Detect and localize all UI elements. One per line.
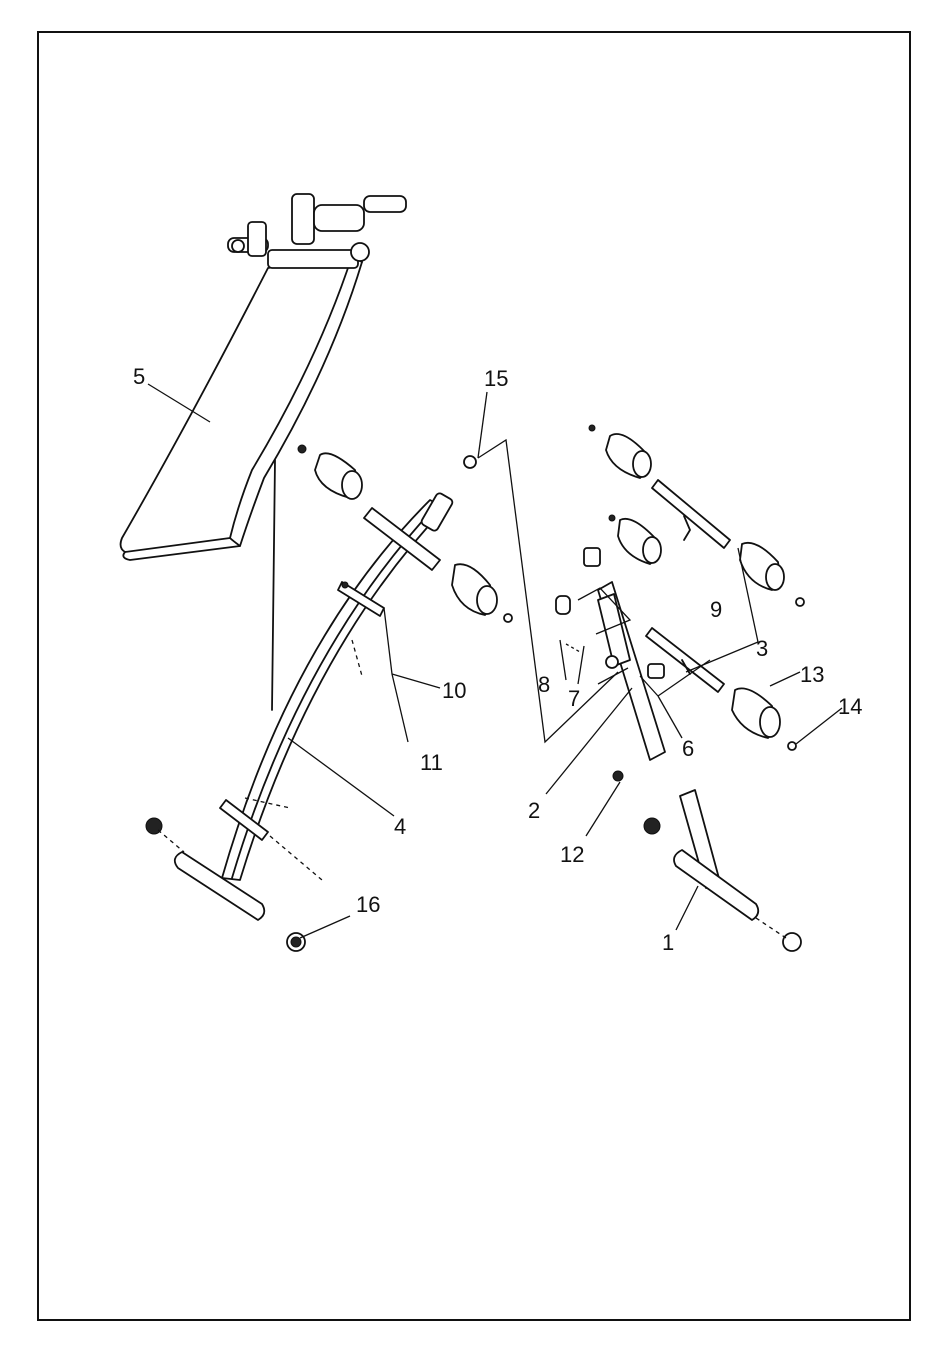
- part-label-3: 3: [756, 636, 768, 661]
- part-label-9: 9: [710, 597, 722, 622]
- guide-line: [272, 460, 275, 710]
- part-label-1: 1: [662, 930, 674, 955]
- part-label-14: 14: [838, 694, 862, 719]
- part-label-11: 11: [420, 750, 443, 775]
- part-label-10: 10: [442, 678, 466, 703]
- part-label-7: 7: [568, 686, 580, 711]
- seat-pad-part: [121, 194, 406, 560]
- part-label-13: 13: [800, 662, 824, 687]
- part-label-6: 6: [682, 736, 694, 761]
- part-label-5: 5: [133, 364, 145, 389]
- rear-leg-assembly: [556, 425, 804, 951]
- part-label-8: 8: [538, 672, 550, 697]
- part-label-16: 16: [356, 892, 380, 917]
- part-label-4: 4: [394, 814, 406, 839]
- main-frame-part: [175, 492, 454, 920]
- part-label-15: 15: [484, 366, 508, 391]
- part-label-2: 2: [528, 798, 540, 823]
- part-label-12: 12: [560, 842, 584, 867]
